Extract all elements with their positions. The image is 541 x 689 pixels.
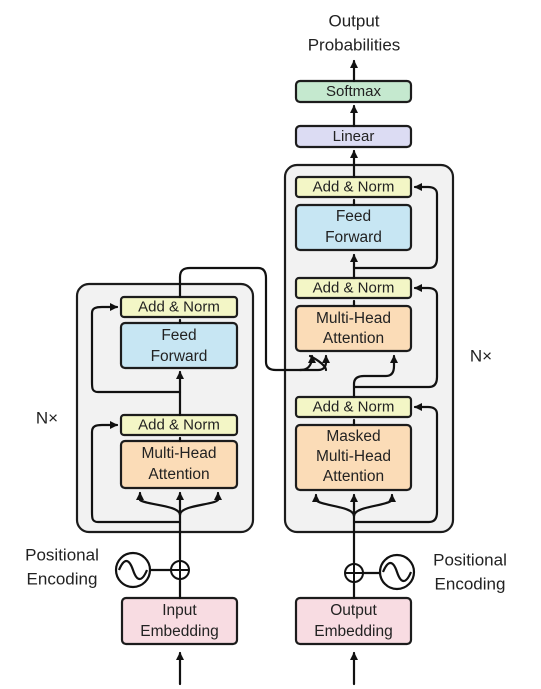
decoder-masked-attention-label-line1: Masked bbox=[326, 428, 380, 445]
decoder-positional-encoding-label-line2: Encoding bbox=[435, 574, 506, 593]
output-probabilities-label-line2: Probabilities bbox=[308, 35, 401, 54]
encoder-panel bbox=[75, 282, 255, 534]
encoder-add-norm-bottom-label: Add & Norm bbox=[138, 416, 220, 433]
decoder-positional-encoding-label-line1: Positional bbox=[433, 550, 507, 569]
decoder-cross-attention-label-line1: Multi-Head bbox=[316, 310, 391, 327]
decoder-cross-attention-label-line2: Attention bbox=[323, 330, 384, 347]
decoder-nx-label: N× bbox=[470, 346, 492, 365]
encoder-positional-encoding-label-line2: Encoding bbox=[27, 569, 98, 588]
decoder-add-circle-icon bbox=[344, 563, 364, 583]
decoder-sine-wave-icon bbox=[378, 553, 416, 591]
output-embedding-label-line2: Embedding bbox=[314, 623, 392, 640]
decoder-feed-forward-label-line1: Feed bbox=[336, 208, 371, 225]
decoder-masked-attention-label-line2: Multi-Head bbox=[316, 448, 391, 465]
decoder-add-norm-middle-label: Add & Norm bbox=[313, 279, 395, 296]
encoder-feed-forward-label-line2: Forward bbox=[151, 348, 208, 365]
connection-arrows bbox=[90, 59, 439, 686]
linear-label: Linear bbox=[333, 128, 375, 145]
encoder-feed-forward-label-line1: Feed bbox=[161, 327, 196, 344]
decoder-add-norm-bottom-label: Add & Norm bbox=[313, 398, 395, 415]
output-probabilities-label-line1: Output bbox=[328, 11, 379, 30]
encoder-nx-label: N× bbox=[36, 408, 58, 427]
encoder-attention-label-line1: Multi-Head bbox=[142, 445, 217, 462]
encoder-positional-encoding-label-line1: Positional bbox=[25, 545, 99, 564]
decoder-add-norm-top-label: Add & Norm bbox=[313, 178, 395, 195]
encoder-add-circle-icon bbox=[170, 560, 190, 580]
decoder-feed-forward-label-line2: Forward bbox=[325, 229, 382, 246]
input-embedding-label-line2: Embedding bbox=[140, 623, 218, 640]
encoder-attention-label-line2: Attention bbox=[148, 466, 209, 483]
encoder-sine-wave-icon bbox=[114, 551, 152, 589]
output-embedding-label-line1: Output bbox=[330, 602, 377, 619]
encoder-add-norm-top-label: Add & Norm bbox=[138, 298, 220, 315]
softmax-label: Softmax bbox=[326, 83, 382, 100]
input-embedding-label-line1: Input bbox=[162, 602, 197, 619]
decoder-masked-attention-label-line3: Attention bbox=[323, 468, 384, 485]
